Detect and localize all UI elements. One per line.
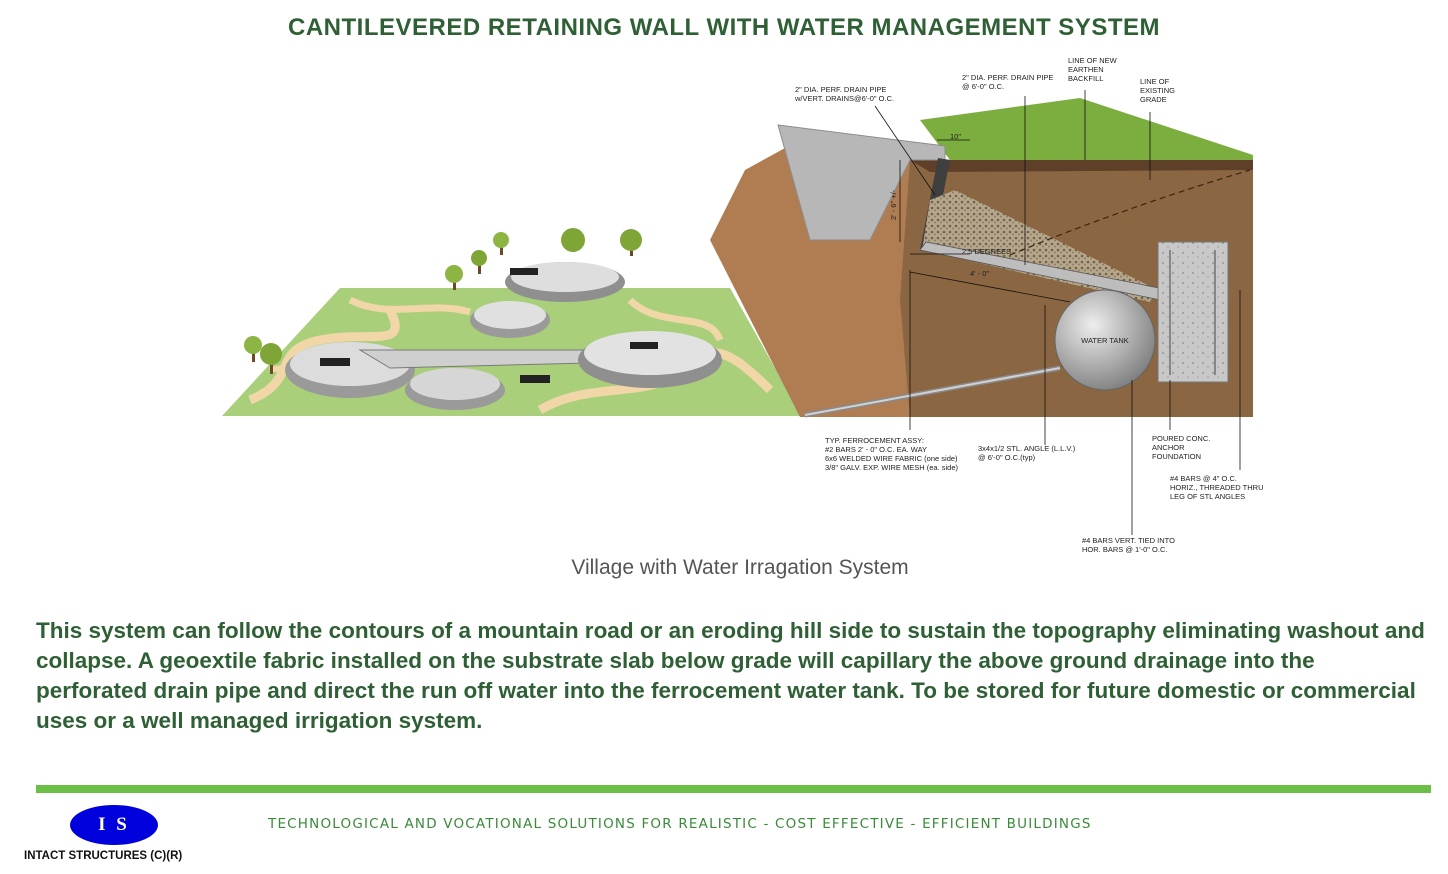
dimension-lines [899, 139, 1071, 303]
anchor-foundation [1157, 241, 1229, 383]
village-path [348, 296, 472, 316]
page-title: CANTILEVERED RETAINING WALL WITH WATER M… [288, 14, 1160, 41]
water-tank [1054, 289, 1156, 391]
description-paragraph: This system can follow the contours of a… [36, 618, 1425, 733]
label-dim-10: 10" [950, 132, 961, 141]
village-path [248, 307, 400, 405]
gravel-drain [922, 190, 1158, 302]
company-name: INTACT STRUCTURES (C)(R) [24, 850, 183, 862]
label-steel-angle: 3x4x1/2 STL. ANGLE (L.L.V.)@ 6'-0" O.C.(… [978, 444, 1076, 462]
village-path [627, 297, 724, 342]
existing-grade-line [1009, 169, 1251, 256]
diagram-caption: Village with Water Irragation System [571, 556, 909, 579]
retaining-wall [777, 124, 946, 241]
dome-building-icon [285, 262, 722, 410]
label-ferrocement: TYP. FERROCEMENT ASSY:#2 BARS 2' - 0" O.… [825, 436, 958, 472]
label-drain-pipe: 2" DIA. PERF. DRAIN PIPE@ 6'-0" O.C. [962, 73, 1053, 91]
tree-icon [244, 228, 642, 374]
footer-divider [36, 785, 1431, 793]
hillside-section [710, 98, 1253, 418]
label-dim-height: 2' - 6" +/- [889, 189, 898, 220]
label-dim-4: 4' - 0" [970, 269, 989, 278]
leader-lines [874, 90, 1241, 535]
soil-shadow [910, 160, 1253, 172]
footer-tagline: TECHNOLOGICAL AND VOCATIONAL SOLUTIONS F… [268, 816, 1092, 832]
company-logo: I S [70, 805, 158, 845]
label-water-tank: WATER TANK [1081, 336, 1129, 345]
label-dim-slope: 2.5 DEGREES [962, 247, 1011, 256]
backfill-grass [920, 98, 1253, 162]
